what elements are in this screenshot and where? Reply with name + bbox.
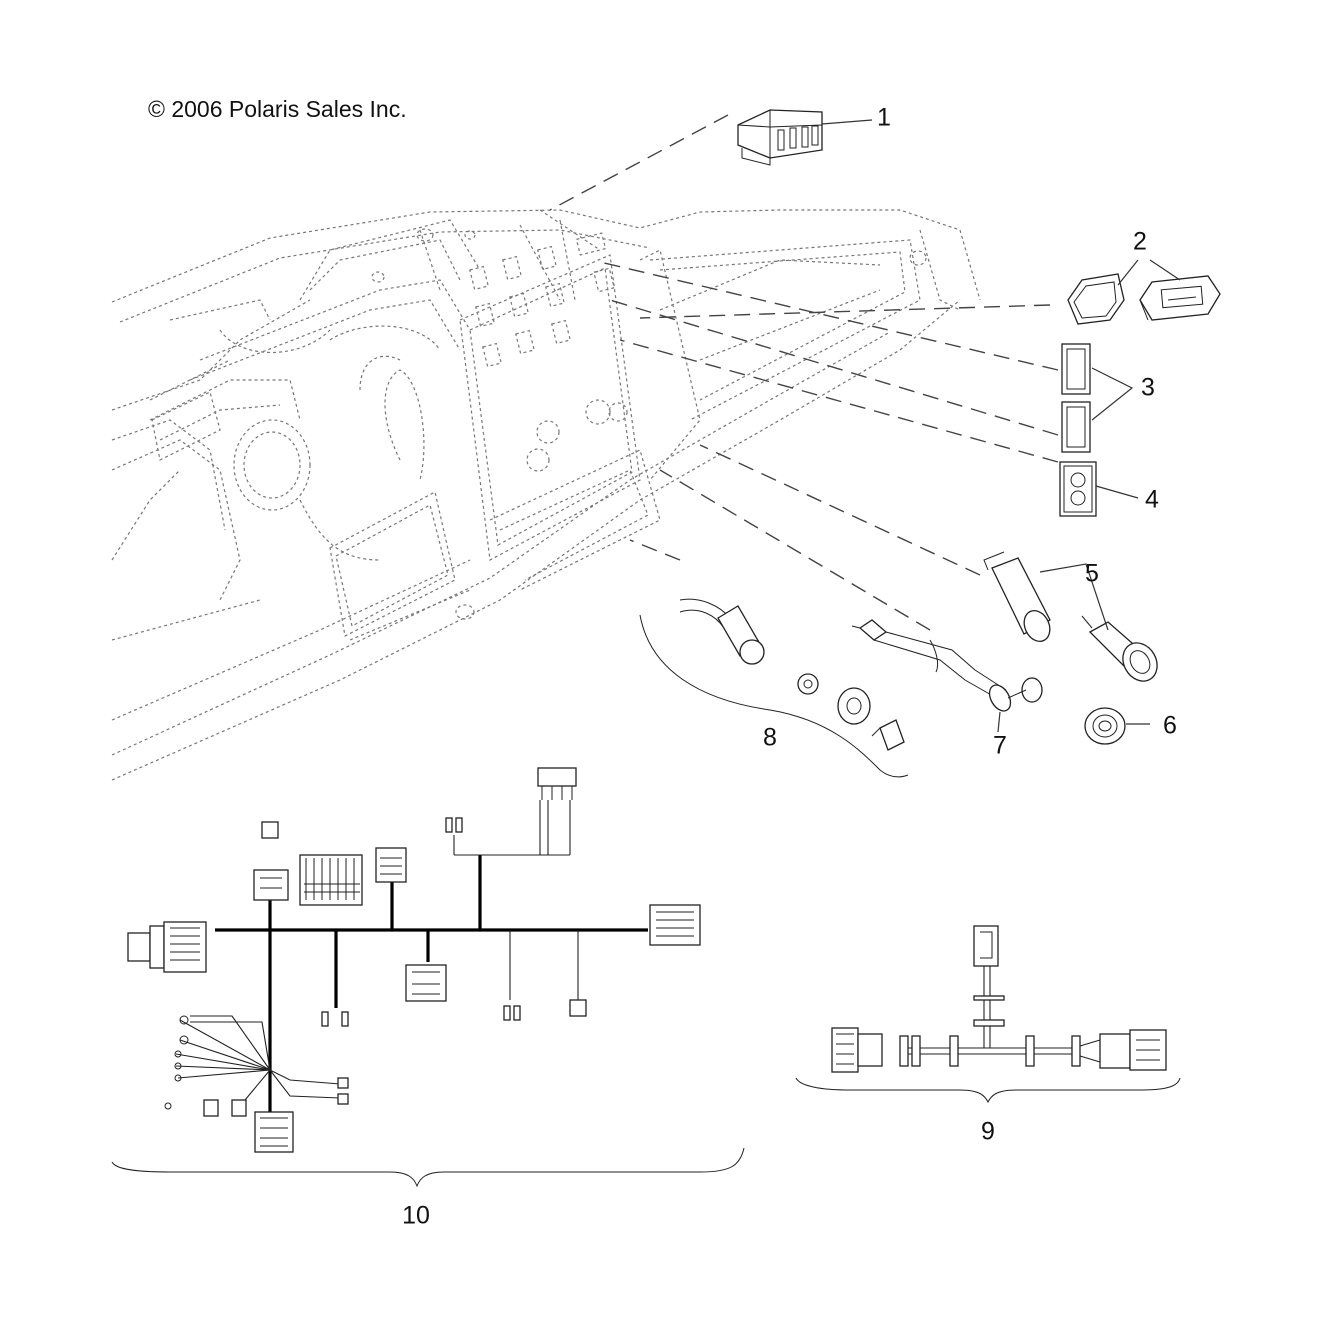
dashboard-outline (111, 209, 981, 781)
part-8-ignition (679, 598, 905, 751)
part-10-main-harness (127, 767, 701, 1153)
part-5-power-outlet (983, 551, 1158, 682)
part-6-nut (1084, 707, 1150, 745)
part-3-plugs (1061, 343, 1134, 453)
braces (111, 614, 1181, 1188)
callout-7: 7 (993, 731, 1007, 760)
part-2-bezels (1067, 259, 1221, 325)
part-7-cable (851, 619, 1043, 733)
part-4-rocker-switch (1059, 461, 1139, 517)
callout-1: 1 (877, 103, 891, 132)
callout-8: 8 (763, 723, 777, 752)
part-9-sub-harness (831, 925, 1167, 1073)
callout-9: 9 (981, 1117, 995, 1146)
part-1-switch-block (737, 109, 873, 166)
callout-2: 2 (1133, 227, 1147, 256)
callout-10: 10 (402, 1201, 430, 1230)
switch-panel (469, 232, 628, 472)
callout-4: 4 (1145, 485, 1159, 514)
callout-6: 6 (1163, 711, 1177, 740)
copyright-notice: © 2006 Polaris Sales Inc. (148, 96, 407, 122)
leader-lines (549, 114, 1059, 631)
callout-5: 5 (1085, 559, 1099, 588)
callout-3: 3 (1141, 373, 1155, 402)
